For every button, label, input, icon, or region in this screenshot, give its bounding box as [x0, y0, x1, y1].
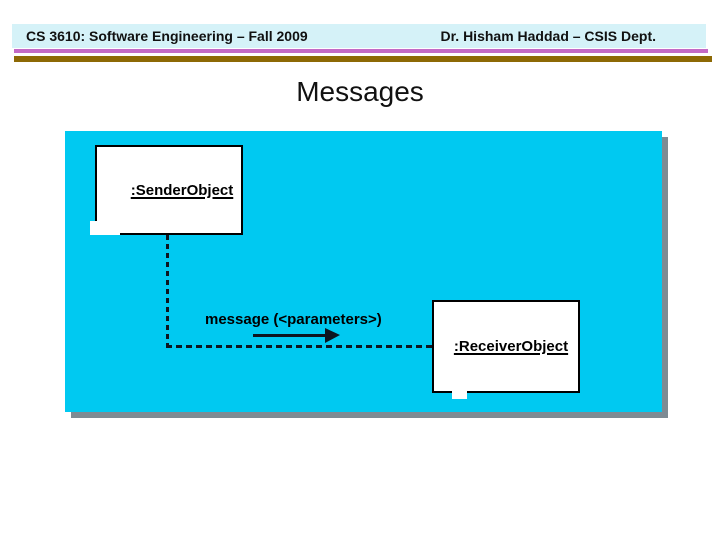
- sender-object-box: :SenderObject: [95, 145, 243, 235]
- sender-box-notch: [90, 221, 120, 235]
- sender-object-label: :SenderObject: [130, 181, 234, 199]
- receiver-object-label: :ReceiverObject: [453, 338, 569, 355]
- header-band: CS 3610: Software Engineering – Fall 200…: [12, 24, 706, 48]
- receiver-box-notch: [452, 391, 467, 399]
- receiver-object-box: :ReceiverObject: [432, 300, 580, 393]
- instructor-header: Dr. Hisham Haddad – CSIS Dept.: [440, 28, 657, 44]
- message-label: message (<parameters>): [205, 311, 382, 328]
- message-dashed-line: [166, 345, 432, 348]
- sender-lifeline-dashed: [166, 235, 169, 347]
- olive-rule: [14, 56, 712, 62]
- message-arrow-line: [253, 334, 327, 337]
- slide-title: Messages: [296, 76, 424, 107]
- purple-rule: [14, 49, 708, 53]
- message-arrow-head-icon: [325, 328, 340, 343]
- course-header: CS 3610: Software Engineering – Fall 200…: [26, 28, 308, 44]
